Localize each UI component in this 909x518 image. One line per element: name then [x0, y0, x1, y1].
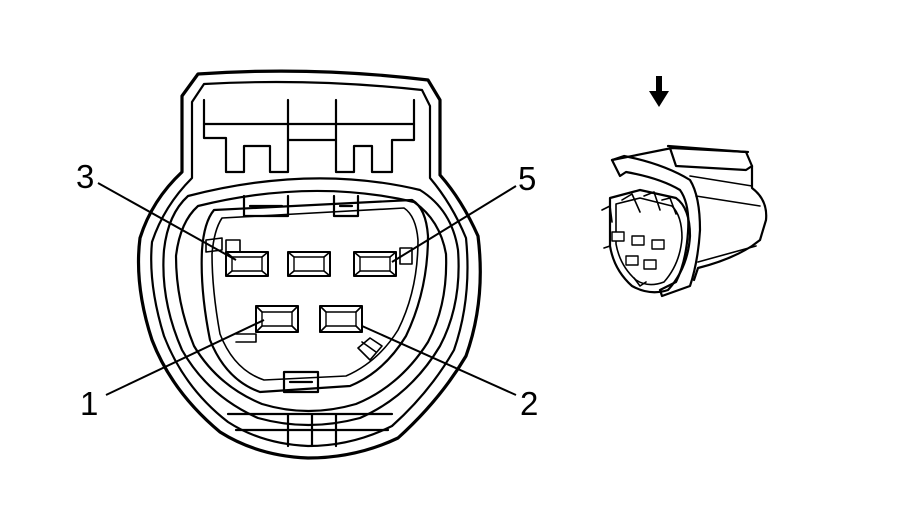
body-ring-1 [162, 177, 460, 427]
pin-label-3: 3 [76, 158, 94, 195]
pin-label-2: 2 [520, 385, 538, 422]
iso-top-keys [621, 191, 677, 215]
inner-cavity [200, 198, 430, 394]
leader-line-2 [361, 325, 517, 396]
housing-inner-outline [150, 80, 469, 448]
arrow-down-icon [649, 76, 669, 107]
iso-body-lines [689, 175, 761, 263]
inner-left-notch [235, 333, 257, 343]
leader-line-3 [97, 182, 237, 261]
bottom-tab-block [226, 412, 394, 448]
inner-key-left [242, 194, 290, 218]
iso-front-face [608, 188, 692, 294]
inner-key-bottom [282, 370, 320, 394]
iso-pin-hole-2 [643, 259, 657, 270]
iso-pin-hole-4 [631, 235, 645, 246]
housing-outer-outline [136, 69, 482, 460]
iso-pin-hole-3 [611, 231, 625, 242]
inner-cavity-lip [211, 207, 419, 381]
iso-front-face-inner [615, 197, 683, 286]
iso-body-right [666, 144, 768, 282]
pin-label-1: 1 [80, 385, 98, 422]
inner-key-right [332, 194, 360, 218]
iso-side-details [601, 205, 647, 287]
side-lock-right [399, 247, 413, 265]
pin-cavity-3 [225, 251, 269, 277]
inner-latch-lower-right [357, 337, 383, 361]
pin-cavity-4 [287, 251, 331, 277]
latch-frame [202, 98, 416, 174]
iso-front-frame [610, 154, 702, 298]
connector-face-view: 3 5 1 2 [76, 69, 538, 460]
leader-line-1 [105, 319, 265, 396]
pin-label-5: 5 [518, 160, 536, 197]
connector-isometric-view [601, 144, 768, 298]
pin-cavity-1 [255, 305, 299, 333]
latch-top-bar [202, 98, 416, 142]
pin-cavity-2 [319, 305, 363, 333]
leader-line-5 [391, 185, 517, 263]
iso-pin-hole-5 [651, 239, 665, 250]
pin-cavity-5 [353, 251, 397, 277]
iso-top-ridge [610, 146, 754, 172]
iso-pin-hole-1 [625, 255, 639, 266]
